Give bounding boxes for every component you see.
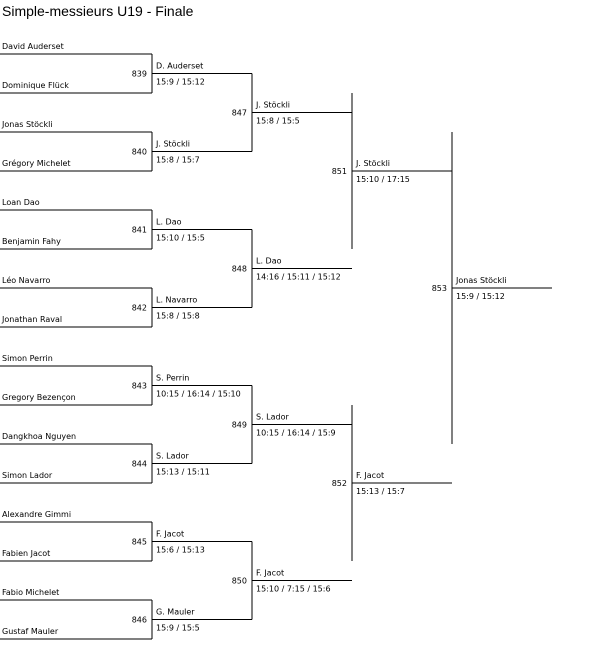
winner-name: G. Mauler	[156, 608, 195, 617]
match-number: 845	[132, 538, 147, 547]
player-name: Alexandre Gimmi	[2, 510, 71, 519]
player-name: Fabien Jacot	[2, 549, 50, 558]
winner-name: J. Stöckli	[155, 140, 190, 149]
match-number: 841	[132, 226, 147, 235]
match-number: 846	[132, 616, 147, 625]
winner-name: S. Lador	[256, 413, 289, 422]
player-name: Gregory Bezençon	[2, 393, 76, 402]
player-name: Benjamin Fahy	[2, 237, 61, 246]
player-name: Fabio Michelet	[2, 588, 59, 597]
match-number: 847	[232, 109, 247, 118]
match-score: 15:8 / 15:5	[256, 117, 300, 126]
winner-name: L. Navarro	[156, 296, 197, 305]
player-name: Grégory Michelet	[2, 158, 71, 168]
match-score: 15:9 / 15:12	[156, 78, 205, 87]
match-score: 15:6 / 15:13	[156, 546, 205, 555]
winner-name: Jonas Stöckli	[455, 276, 507, 285]
match-number: 850	[232, 577, 247, 586]
player-name: Dangkhoa Nguyen	[2, 432, 76, 441]
match-score: 15:9 / 15:12	[456, 292, 505, 301]
player-name: Simon Lador	[2, 471, 53, 480]
match-number: 842	[132, 304, 147, 313]
match-score: 15:8 / 15:8	[156, 312, 200, 321]
winner-name: S. Perrin	[156, 374, 189, 383]
winner-name: F. Jacot	[256, 569, 284, 578]
match-score: 15:13 / 15:7	[356, 487, 405, 496]
winner-name: L. Dao	[256, 257, 282, 266]
match-score: 15:10 / 17:15	[356, 175, 410, 184]
player-name: Jonas Stöckli	[1, 120, 53, 129]
winner-name: J. Stöckli	[255, 101, 290, 110]
player-name: Léo Navarro	[2, 275, 50, 285]
match-score: 15:10 / 7:15 / 15:6	[256, 585, 331, 594]
winner-name: F. Jacot	[156, 530, 184, 539]
winner-name: L. Dao	[156, 218, 182, 227]
player-name: Simon Perrin	[2, 354, 53, 363]
match-score: 15:13 / 15:11	[156, 468, 210, 477]
match-number: 848	[232, 265, 247, 274]
page-title: Simple-messieurs U19 - Finale	[2, 3, 194, 19]
match-number: 844	[132, 460, 147, 469]
match-score: 14:16 / 15:11 / 15:12	[256, 273, 341, 282]
match-score: 10:15 / 16:14 / 15:10	[156, 390, 241, 399]
match-number: 853	[432, 284, 447, 293]
match-number: 851	[332, 167, 347, 176]
player-name: Loan Dao	[2, 198, 40, 207]
winner-name: S. Lador	[156, 452, 189, 461]
match-score: 15:10 / 15:5	[156, 234, 205, 243]
player-name: Jonathan Raval	[1, 315, 62, 324]
match-number: 849	[232, 421, 247, 430]
player-name: Gustaf Mauler	[2, 627, 59, 636]
winner-name: D. Auderset	[156, 62, 203, 71]
player-name: Dominique Flück	[2, 81, 69, 90]
player-name: David Auderset	[2, 42, 64, 51]
match-number: 839	[132, 70, 147, 79]
match-score: 15:8 / 15:7	[156, 156, 200, 165]
match-number: 840	[132, 148, 147, 157]
winner-name: F. Jacot	[356, 471, 384, 480]
winner-name: J. Stöckli	[355, 159, 390, 168]
match-score: 15:9 / 15:5	[156, 624, 200, 633]
match-number: 852	[332, 479, 347, 488]
match-number: 843	[132, 382, 147, 391]
match-score: 10:15 / 16:14 / 15:9	[256, 429, 336, 438]
